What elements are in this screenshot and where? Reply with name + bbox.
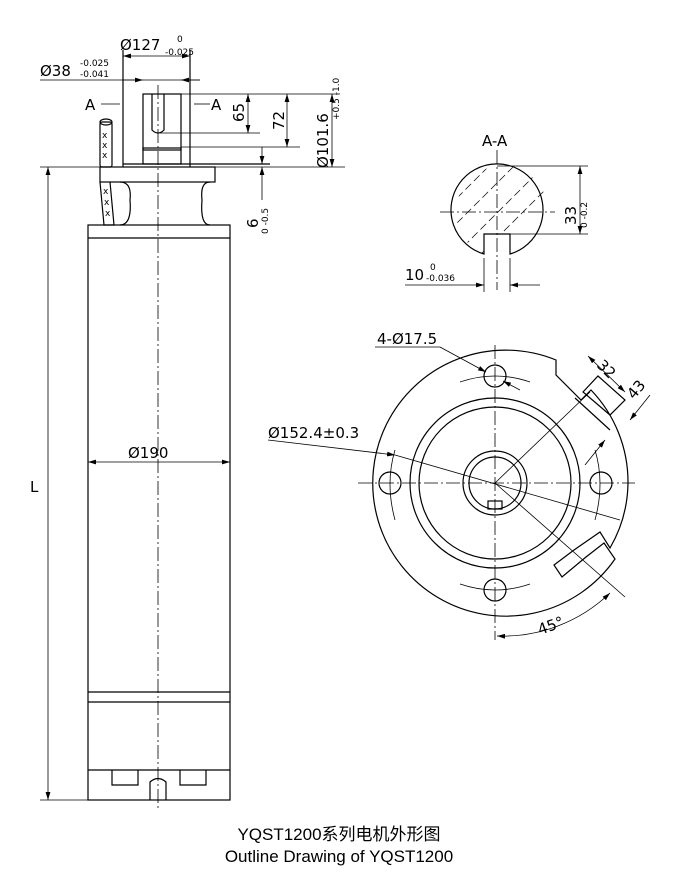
svg-text:x: x bbox=[102, 151, 108, 161]
dim-65-label: 65 bbox=[230, 103, 248, 122]
flange bbox=[99, 166, 216, 183]
svg-text:0: 0 bbox=[177, 35, 183, 45]
dia-190-label: Ø190 bbox=[128, 444, 168, 462]
svg-text:0: 0 bbox=[430, 263, 436, 273]
length-label: L bbox=[30, 478, 39, 496]
svg-text:0 -0.5: 0 -0.5 bbox=[261, 208, 271, 234]
cable: xxx xxx bbox=[99, 118, 115, 226]
dim-72-label: 72 bbox=[270, 111, 288, 130]
holes-label: 4-Ø17.5 bbox=[377, 330, 437, 348]
svg-text:x: x bbox=[102, 141, 108, 151]
dim-10-label: 10 bbox=[405, 266, 424, 284]
svg-text:x: x bbox=[104, 198, 110, 208]
side-dimensions: Ø127 0 -0.025 Ø38 -0.025 -0.041 A A 65 7… bbox=[30, 35, 345, 801]
dia-127-label: Ø127 bbox=[120, 36, 160, 54]
dia-38-label: Ø38 bbox=[40, 62, 71, 80]
svg-text:-0.036: -0.036 bbox=[426, 274, 455, 284]
svg-text:-0.025: -0.025 bbox=[165, 48, 194, 58]
base-slots bbox=[88, 769, 230, 800]
dim-43-label: 43 bbox=[623, 376, 649, 402]
svg-text:-0.041: -0.041 bbox=[80, 70, 109, 80]
svg-text:x: x bbox=[105, 209, 111, 219]
dim-32-label: 32 bbox=[593, 356, 619, 382]
svg-text:0 -0.2: 0 -0.2 bbox=[580, 202, 590, 228]
svg-text:x: x bbox=[103, 187, 109, 197]
section-a-a: A-A 33 0 -0.2 10 0 -0.036 bbox=[405, 132, 590, 292]
section-mark-left: A bbox=[85, 96, 96, 114]
title-english: Outline Drawing of YQST1200 bbox=[225, 847, 453, 866]
title-chinese: YQST1200系列电机外形图 bbox=[237, 825, 440, 844]
angle-label: 45° bbox=[535, 613, 566, 639]
dim-33-label: 33 bbox=[562, 206, 580, 225]
dia-101-label: Ø101.6 bbox=[314, 113, 332, 168]
section-mark-right: A bbox=[211, 96, 222, 114]
svg-text:-0.025: -0.025 bbox=[80, 59, 109, 69]
keyway-notch bbox=[574, 375, 626, 431]
dim-6-label: 6 bbox=[244, 218, 262, 228]
bolt-circle-label: Ø152.4±0.3 bbox=[268, 424, 359, 442]
section-label: A-A bbox=[482, 132, 508, 150]
motor-body bbox=[87, 224, 231, 801]
flange-end-view: Ø152.4±0.3 4-Ø17.5 32 43 45° bbox=[267, 330, 651, 640]
motor-side-view: xxx xxx bbox=[87, 50, 270, 810]
svg-text:+0.5 -1.0: +0.5 -1.0 bbox=[332, 77, 342, 120]
shaft bbox=[142, 93, 182, 151]
svg-text:x: x bbox=[102, 131, 108, 141]
